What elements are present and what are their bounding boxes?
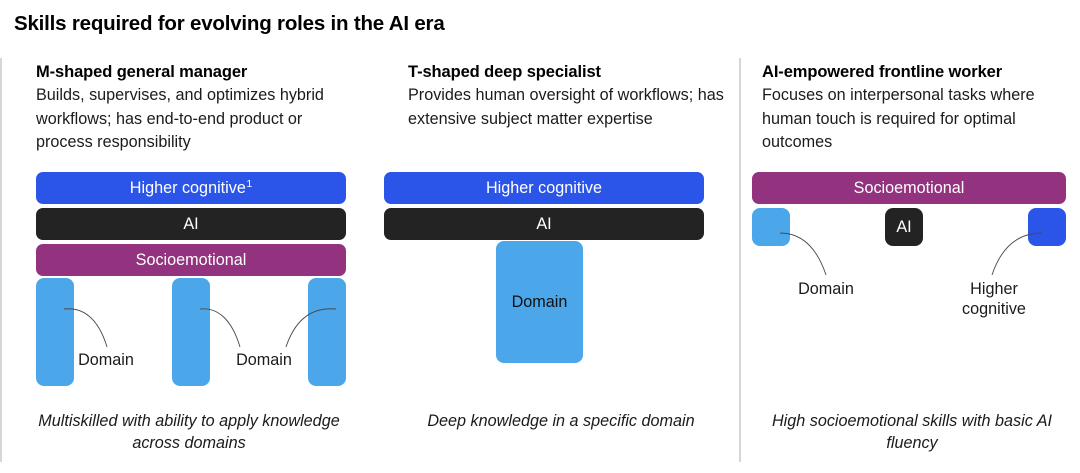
block-label: AI bbox=[896, 217, 912, 236]
column-caption: High socioemotional skills with basic AI… bbox=[771, 412, 1053, 453]
column-caption: Deep knowledge in a specific domain bbox=[427, 412, 695, 430]
block-ai: AI bbox=[885, 208, 923, 246]
bar-label: AI bbox=[183, 214, 199, 233]
stem-domain: Domain bbox=[496, 241, 583, 363]
column-divider-2 bbox=[739, 58, 741, 462]
column-ai-empowered-frontline-worker: AI-empowered frontline worker Focuses on… bbox=[752, 58, 1072, 463]
page-title: Skills required for evolving roles in th… bbox=[14, 12, 445, 35]
column-description: Builds, supervises, and optimizes hybrid… bbox=[36, 86, 324, 152]
leaf-label-higher-cognitive: Higher cognitive bbox=[937, 280, 1051, 320]
bar-ai: AI bbox=[384, 208, 704, 240]
column-title: AI-empowered frontline worker bbox=[762, 63, 1003, 81]
column-heading-block: T-shaped deep specialist Provides human … bbox=[408, 62, 724, 131]
column-heading-block: M-shaped general manager Builds, supervi… bbox=[36, 62, 352, 154]
leaf-label-domain-right: Domain bbox=[236, 351, 292, 369]
block-higher-cognitive bbox=[1028, 208, 1066, 246]
column-m-shaped-general-manager: M-shaped general manager Builds, supervi… bbox=[14, 58, 366, 463]
column-description: Provides human oversight of workflows; h… bbox=[408, 86, 724, 128]
bar-socioemotional: Socioemotional bbox=[752, 172, 1066, 204]
column-heading-block: AI-empowered frontline worker Focuses on… bbox=[762, 62, 1072, 154]
column-description: Focuses on interpersonal tasks where hum… bbox=[762, 86, 1035, 152]
columns-container: M-shaped general manager Builds, supervi… bbox=[0, 58, 1080, 463]
bar-ai: AI bbox=[36, 208, 346, 240]
bar-label: Socioemotional bbox=[135, 250, 247, 269]
column-t-shaped-deep-specialist: T-shaped deep specialist Provides human … bbox=[384, 58, 738, 463]
bar-socioemotional: Socioemotional bbox=[36, 244, 346, 276]
bar-label: Higher cognitive bbox=[485, 178, 603, 197]
leaf-label-domain: Domain bbox=[798, 280, 854, 298]
t-shape-diagram: Higher cognitive AI Domain bbox=[384, 165, 738, 400]
column-title: T-shaped deep specialist bbox=[408, 63, 601, 81]
block-domain bbox=[752, 208, 790, 246]
column-divider-1 bbox=[0, 58, 2, 462]
leaf-label-domain-left: Domain bbox=[78, 351, 134, 369]
leaf-label-line-2: cognitive bbox=[962, 299, 1026, 318]
stem-label: Domain bbox=[511, 292, 568, 311]
column-caption: Multiskilled with ability to apply knowl… bbox=[38, 412, 340, 453]
frontline-worker-diagram: Socioemotional AI Domain Higher cognitiv… bbox=[752, 165, 1072, 400]
leaf-label-line-1: Higher bbox=[970, 280, 1018, 298]
column-title: M-shaped general manager bbox=[36, 63, 248, 81]
bar-label: AI bbox=[536, 214, 552, 233]
bar-label: Socioemotional bbox=[853, 178, 965, 197]
bar-label: Higher cognitive bbox=[129, 178, 246, 197]
bar-higher-cognitive: Higher cognitive bbox=[384, 172, 704, 204]
